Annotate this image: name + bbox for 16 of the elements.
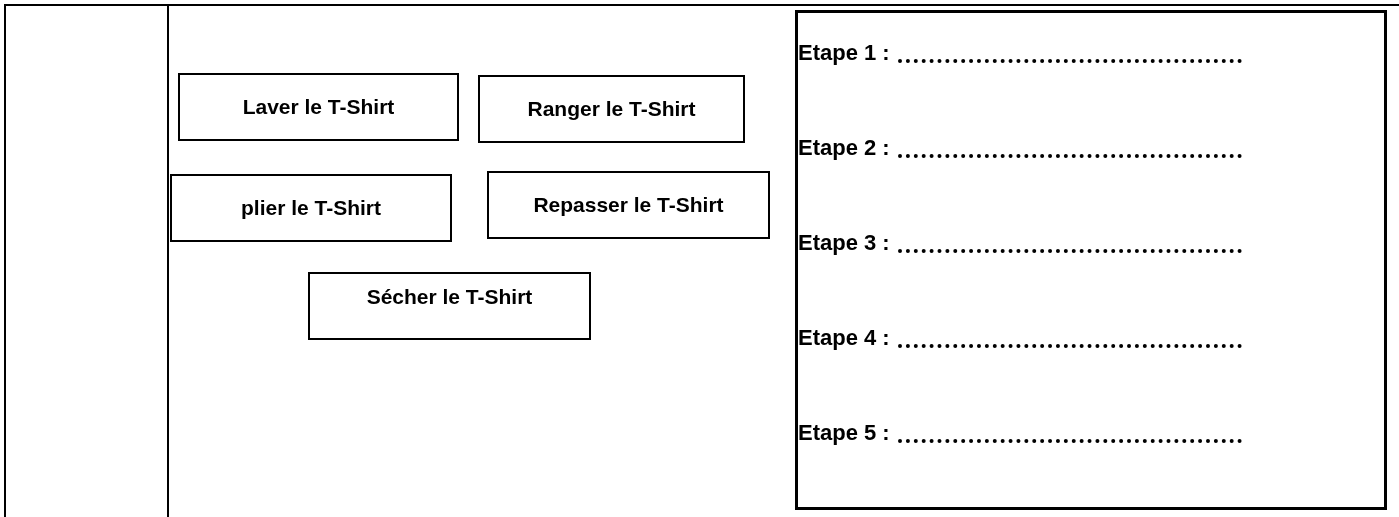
step-label: Etape 4 : — [798, 325, 890, 351]
step-text: plier le T-Shirt — [241, 196, 381, 220]
step-label: Etape 2 : — [798, 135, 890, 161]
step-text: Repasser le T-Shirt — [533, 193, 724, 217]
step-label: Etape 3 : — [798, 230, 890, 256]
step-box — [308, 272, 591, 340]
step-text: Laver le T-Shirt — [242, 95, 395, 119]
step-box — [178, 73, 459, 141]
step-box — [487, 171, 770, 239]
step-label: Etape 1 : — [798, 40, 890, 66]
step-box — [170, 174, 452, 242]
answer-panel — [795, 10, 1387, 510]
step-box — [478, 75, 745, 143]
step-label: Etape 5 : — [798, 420, 890, 446]
step-text: Ranger le T-Shirt — [527, 97, 696, 121]
step-text: Sécher le T-Shirt — [366, 285, 533, 309]
